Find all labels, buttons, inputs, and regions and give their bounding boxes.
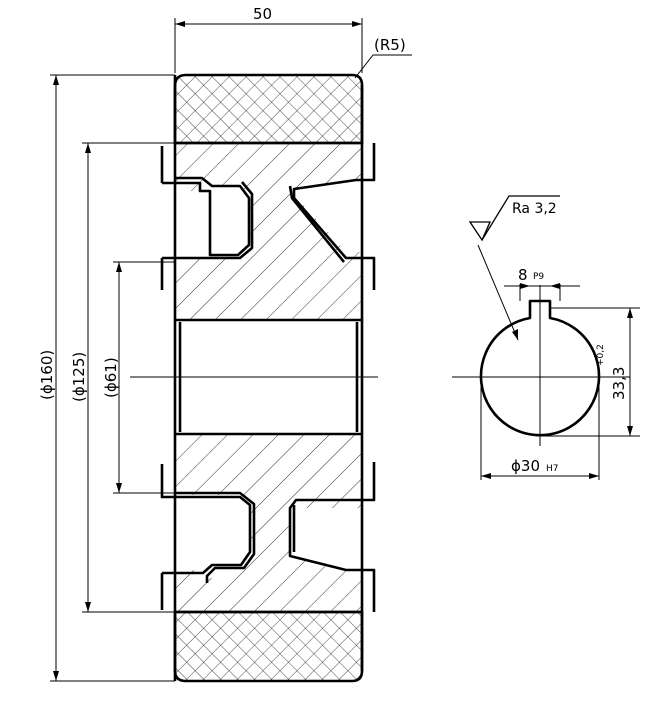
- keyway-width-tol: P9: [533, 272, 544, 282]
- dimension-hub-diameter: (ϕ61): [102, 261, 175, 494]
- dimension-width: 50: [174, 5, 363, 73]
- dimension-keyway-depth: 33,3 +0,2: [540, 307, 640, 437]
- keyway-depth-label: 33,3: [610, 367, 628, 400]
- bore-detail: Ra 3,2 8 P9 33,3 +0,2 ϕ3: [452, 195, 640, 480]
- tyre-bottom: [173, 610, 364, 683]
- dimension-rim-diameter: (ϕ125): [70, 142, 175, 613]
- hub-section-bottom: [175, 434, 362, 612]
- hub-diameter-label: (ϕ61): [102, 357, 120, 398]
- outer-diameter-label: (ϕ160): [38, 350, 56, 400]
- dimension-radius: (R5): [354, 36, 412, 79]
- bore-outline: [479, 299, 601, 437]
- bore-diameter-label: ϕ30: [511, 457, 540, 475]
- roughness-label: Ra 3,2: [512, 201, 557, 217]
- tyre-top: [173, 73, 364, 145]
- dimension-keyway-width: 8 P9: [504, 266, 580, 301]
- keyway-width-label: 8: [518, 266, 528, 284]
- radius-label: (R5): [374, 36, 406, 54]
- dimension-outer-diameter: (ϕ160): [38, 74, 175, 682]
- roughness-symbol: Ra 3,2: [468, 195, 560, 341]
- keyway-depth-tol: +0,2: [596, 344, 606, 366]
- rim-diameter-label: (ϕ125): [70, 352, 88, 402]
- dimension-bore-diameter: ϕ30 H7: [480, 382, 600, 480]
- wheel-section: [130, 73, 378, 683]
- width-label: 50: [253, 5, 272, 23]
- bore-tol: H7: [546, 464, 559, 474]
